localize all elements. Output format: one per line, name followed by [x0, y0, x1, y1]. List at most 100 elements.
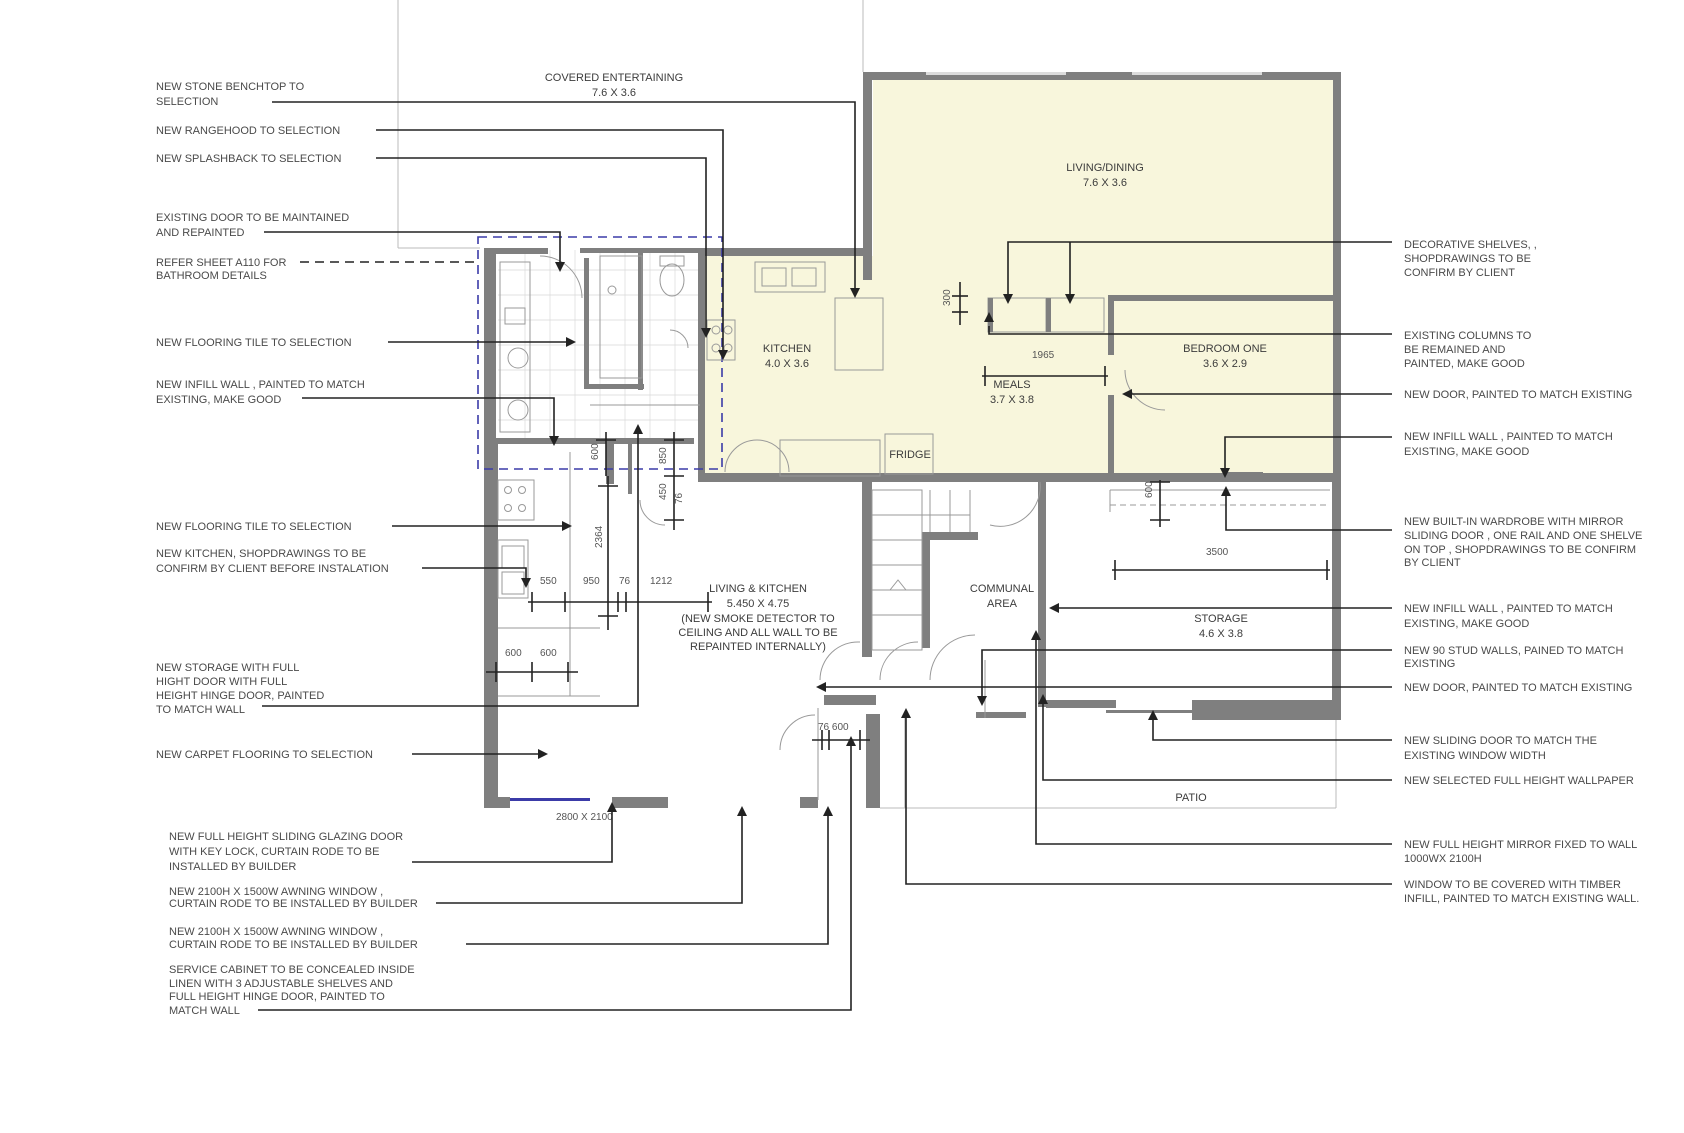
room-fills: [703, 79, 1333, 480]
note-sliding-door: NEW SLIDING DOOR TO MATCH THE: [1404, 735, 1597, 747]
note-splashback: NEW SPLASHBACK TO SELECTION: [156, 153, 341, 165]
note-infill-wall-2: NEW INFILL WALL , PAINTED TO MATCH: [1404, 431, 1613, 443]
dim-3500: 3500: [1206, 547, 1229, 558]
note-infill-wall-1: NEW INFILL WALL , PAINTED TO MATCH: [156, 379, 365, 391]
dimension-lines: [486, 282, 1330, 750]
note-infill-wall-2: EXISTING, MAKE GOOD: [1404, 446, 1529, 458]
note-new-door-1: NEW DOOR, PAINTED TO MATCH EXISTING: [1404, 389, 1632, 401]
note-new-kitchen: NEW KITCHEN, SHOPDRAWINGS TO BE: [156, 548, 366, 560]
living-kitchen-note: CEILING AND ALL WALL TO BE: [678, 627, 837, 639]
dim-600-a: 600: [505, 648, 522, 659]
dim-450: 450: [658, 483, 669, 500]
note-stud-walls: NEW 90 STUD WALLS, PAINED TO MATCH: [1404, 645, 1623, 657]
note-mirror: NEW FULL HEIGHT MIRROR FIXED TO WALL: [1404, 839, 1637, 851]
note-infill-wall-3: EXISTING, MAKE GOOD: [1404, 618, 1529, 630]
dim-850: 850: [658, 447, 669, 464]
dim-76-600: 76 600: [818, 722, 849, 733]
note-wardrobe: ON TOP , SHOPDRAWINGS TO BE CONFIRM: [1404, 544, 1636, 556]
living-kitchen-note: (NEW SMOKE DETECTOR TO: [681, 613, 835, 625]
note-new-storage: HEIGHT HINGE DOOR, PAINTED: [156, 690, 324, 702]
wardrobe: [1109, 489, 1330, 512]
note-wardrobe: BY CLIENT: [1404, 557, 1461, 569]
note-service-cabinet: FULL HEIGHT HINGE DOOR, PAINTED TO: [169, 991, 385, 1003]
note-refer-sheet: REFER SHEET A110 FOR: [156, 257, 286, 269]
living-dining-fill: [703, 79, 1333, 480]
dim-950: 950: [583, 576, 600, 587]
dim-550: 550: [540, 576, 557, 587]
dim-1212: 1212: [650, 576, 673, 587]
kitchen-label: KITCHEN: [763, 343, 811, 355]
dim-2800: 2800 X 2100: [556, 812, 613, 823]
communal-area-label: COMMUNAL: [970, 583, 1034, 595]
living-kitchen-size: 5.450 X 4.75: [727, 598, 789, 610]
note-carpet: NEW CARPET FLOORING TO SELECTION: [156, 749, 373, 761]
windows: [510, 72, 1262, 801]
dimension-labels: 300 1965 600 3500 600 850 450 76 2364 55…: [505, 289, 1229, 823]
dim-1965: 1965: [1032, 350, 1055, 361]
note-wardrobe: NEW BUILT-IN WARDROBE WITH MIRROR: [1404, 516, 1623, 528]
fridge-label: FRIDGE: [889, 449, 931, 461]
note-timber-infill: INFILL, PAINTED TO MATCH EXISTING WALL.: [1404, 893, 1639, 905]
kitchen-size: 4.0 X 3.6: [765, 358, 809, 370]
leader-lines: [258, 101, 1392, 1011]
note-awning-2: NEW 2100H X 1500W AWNING WINDOW ,: [169, 926, 383, 938]
note-rangehood: NEW RANGEHOOD TO SELECTION: [156, 125, 340, 137]
note-stone-benchtop: NEW STONE BENCHTOP TO: [156, 81, 305, 93]
dim-300: 300: [942, 289, 953, 306]
basin-icon: [507, 347, 529, 369]
bedroom-one-label: BEDROOM ONE: [1183, 343, 1267, 355]
note-stud-walls: EXISTING: [1404, 658, 1455, 670]
note-decorative-shelves: SHOPDRAWINGS TO BE: [1404, 253, 1531, 265]
note-new-storage: TO MATCH WALL: [156, 704, 245, 716]
note-mirror: 1000WX 2100H: [1404, 853, 1482, 865]
note-existing-columns: PAINTED, MAKE GOOD: [1404, 358, 1525, 370]
note-service-cabinet: MATCH WALL: [169, 1005, 240, 1017]
note-infill-wall-3: NEW INFILL WALL , PAINTED TO MATCH: [1404, 603, 1613, 615]
living-kitchen-label: LIVING & KITCHEN: [709, 583, 807, 595]
note-awning-2: CURTAIN RODE TO BE INSTALLED BY BUILDER: [169, 939, 418, 951]
covered-entertaining-size: 7.6 X 3.6: [592, 87, 636, 99]
note-stone-benchtop: SELECTION: [156, 96, 218, 108]
kitchen-fixtures: [706, 261, 934, 477]
covered-entertaining-outline: [397, 0, 864, 249]
note-service-cabinet: SERVICE CABINET TO BE CONCEALED INSIDE: [169, 964, 415, 976]
note-new-kitchen: CONFIRM BY CLIENT BEFORE INSTALATION: [156, 563, 389, 575]
dim-2364: 2364: [594, 525, 605, 548]
meals-label: MEALS: [993, 379, 1030, 391]
dim-76-v: 76: [674, 492, 685, 504]
left-annotations: NEW STONE BENCHTOP TO SELECTION NEW RANG…: [156, 81, 418, 1017]
note-flooring-tile-1: NEW FLOORING TILE TO SELECTION: [156, 337, 352, 349]
note-existing-door: EXISTING DOOR TO BE MAINTAINED: [156, 212, 349, 224]
note-existing-columns: EXISTING COLUMNS TO: [1404, 330, 1532, 342]
note-sliding-door: EXISTING WINDOW WIDTH: [1404, 750, 1546, 762]
basin-icon: [507, 399, 529, 421]
note-existing-columns: BE REMAINED AND: [1404, 344, 1506, 356]
note-flooring-tile-2: NEW FLOORING TILE TO SELECTION: [156, 521, 352, 533]
note-new-storage: NEW STORAGE WITH FULL: [156, 662, 299, 674]
note-new-door-2: NEW DOOR, PAINTED TO MATCH EXISTING: [1404, 682, 1632, 694]
leader-arrowheads: [521, 262, 1231, 816]
patio-label: PATIO: [1175, 792, 1207, 804]
note-decorative-shelves: CONFIRM BY CLIENT: [1404, 267, 1515, 279]
note-service-cabinet: LINEN WITH 3 ADJUSTABLE SHELVES AND: [169, 978, 393, 990]
living-dining-label: LIVING/DINING: [1066, 162, 1144, 174]
door-swings: [639, 369, 1337, 809]
staircase: [871, 489, 971, 651]
note-decorative-shelves: DECORATIVE SHELVES, ,: [1404, 239, 1537, 251]
note-awning-1: NEW 2100H X 1500W AWNING WINDOW ,: [169, 886, 383, 898]
note-sliding-glazing: NEW FULL HEIGHT SLIDING GLAZING DOOR: [169, 831, 403, 843]
note-refer-sheet: BATHROOM DETAILS: [156, 270, 267, 282]
storage-size: 4.6 X 3.8: [1199, 628, 1243, 640]
living-dining-size: 7.6 X 3.6: [1083, 177, 1127, 189]
right-annotations: DECORATIVE SHELVES, , SHOPDRAWINGS TO BE…: [1404, 239, 1642, 905]
shower-drain-icon: [607, 285, 617, 295]
toilet-icon: [659, 263, 685, 297]
room-labels: COVERED ENTERTAINING 7.6 X 3.6 LIVING/DI…: [545, 72, 1267, 804]
storage-label: STORAGE: [1194, 613, 1248, 625]
note-wallpaper: NEW SELECTED FULL HEIGHT WALLPAPER: [1404, 775, 1634, 787]
note-existing-door: AND REPAINTED: [156, 227, 244, 239]
bedroom-one-size: 3.6 X 2.9: [1203, 358, 1247, 370]
living-kitchen-note: REPAINTED INTERNALLY): [690, 641, 826, 653]
dim-600-b: 600: [540, 648, 557, 659]
